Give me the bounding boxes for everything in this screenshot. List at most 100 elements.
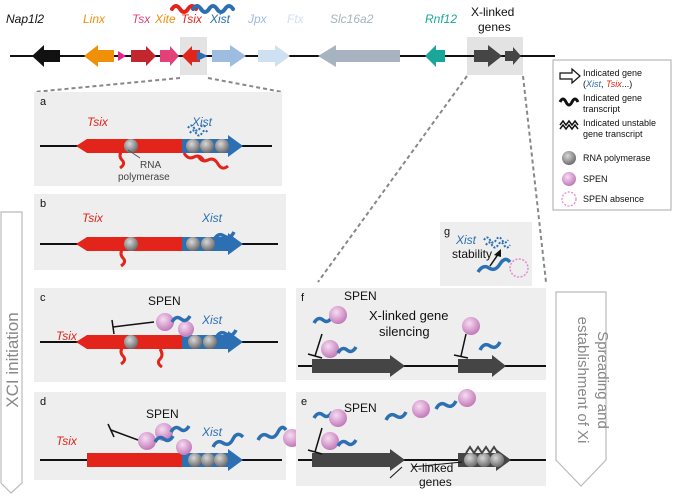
panel-f-inhibition-line — [314, 333, 323, 357]
panel-e-spen-label: SPEN — [344, 401, 377, 415]
label-nap1l2: Nap1l2 — [6, 12, 44, 26]
panel-f-xlinked-gene — [312, 355, 405, 377]
legend-unstable-icon — [559, 123, 579, 131]
panel-e-genes-pointer — [389, 466, 403, 479]
panel-a-xist-unstable-transcript — [187, 124, 207, 132]
panel-f-spen — [329, 306, 347, 324]
panel-e-genes-pointer — [411, 461, 463, 468]
panel-g-bg — [440, 222, 532, 286]
panel-a-tsix-label: Tsix — [87, 115, 109, 129]
panel-g-xist-label: Xist — [455, 233, 477, 247]
panel-f-xlinked-gene — [458, 355, 506, 377]
label-slc16a2: Slc16a2 — [330, 12, 374, 26]
panel-d-rna-polymerase — [214, 453, 228, 467]
panel-d-inhibition-line — [110, 429, 139, 441]
label-rnf12: Rnf12 — [425, 12, 457, 26]
panel-d-rna-polymerase — [201, 453, 215, 467]
legend-rnap-icon — [562, 151, 576, 165]
panel-a-tsix-arrowhead — [76, 139, 87, 153]
gene-slc16a2 — [318, 45, 400, 67]
panel-e-xist-transcript — [336, 439, 358, 447]
label-tsix: Tsix — [181, 12, 203, 26]
legend-gene-arrow-icon — [559, 67, 581, 85]
label-xlinked-line2: genes — [478, 20, 511, 34]
panel-e-letter: e — [301, 396, 307, 408]
panel-a-rna-polymerase — [200, 139, 214, 153]
panel-b-rna-polymerase — [201, 237, 215, 251]
panel-d-xist-label: Xist — [201, 425, 223, 439]
panel-b-letter: b — [40, 198, 46, 210]
panel-a-rna-polymerase — [186, 139, 200, 153]
xci-initiation-arrow — [0, 211, 23, 494]
panel-e-genes-line1: X-linked — [410, 461, 453, 475]
panel-b-tsix-arrowhead — [76, 237, 87, 251]
legend-transcript-icon — [558, 97, 580, 107]
panel-d-spen-label: SPEN — [146, 407, 179, 421]
panel-d-spen — [138, 432, 156, 450]
panel-g-xist-transcript — [476, 257, 512, 273]
panel-a: a Tsix Xist RNA polymerase — [34, 92, 282, 186]
label-xite: Xite — [154, 12, 176, 26]
spreading-establishment-banner: Spreading and establishment of Xi — [555, 291, 611, 487]
panel-a-rnap-label-line1: RNA — [140, 160, 161, 171]
panel-a-xist-label: Xist — [191, 115, 213, 129]
panel-e: e SPEN X-linked genes — [296, 389, 546, 489]
panel-g-letter: g — [444, 226, 450, 238]
panel-b-xist-label: Xist — [201, 211, 223, 225]
panel-f-letter: f — [301, 292, 305, 304]
panel-g-arrowhead — [494, 249, 501, 257]
panel-g-unstable-transcript — [485, 241, 511, 249]
panel-c-inhibition-line — [112, 321, 155, 328]
panel-e-unstable-transcript — [465, 445, 499, 455]
panel-b: b Tsix Xist — [34, 194, 286, 270]
panel-e-xist-transcript — [434, 400, 458, 410]
panel-e-rna-polymerase — [490, 453, 504, 467]
panel-c: c Tsix Xist SPEN — [34, 288, 286, 382]
gene-rnf12 — [425, 45, 445, 67]
spreading-label-line2: establishment of Xi — [574, 317, 591, 444]
legend-gene-examples: (Xist, Tsix...) — [583, 79, 632, 89]
legend-spen-label: SPEN — [583, 174, 608, 184]
legend-box — [552, 59, 672, 211]
panel-f-spen — [462, 317, 480, 335]
panel-c-tsix-label: Tsix — [56, 329, 78, 343]
panel-b-rna-polymerase — [124, 237, 138, 251]
panel-a-rna-polymerase — [215, 139, 229, 153]
panel-a-letter: a — [40, 96, 47, 108]
tsix-transcript-top — [170, 4, 198, 14]
panel-e-spen — [329, 409, 347, 427]
panel-e-xist-transcript — [384, 411, 408, 421]
legend-transcript-line2: transcript — [583, 104, 621, 114]
gene-tsx-small — [118, 51, 126, 61]
legend-unstable-line2: gene transcript — [583, 129, 643, 139]
panel-c-xist-transcript — [214, 329, 238, 339]
panel-a-tsix-transcript — [196, 155, 229, 170]
panel-b-xist-transcript — [212, 231, 236, 241]
legend-spen-absence-label: SPEN absence — [583, 194, 644, 204]
panel-d-tsix-label: Tsix — [56, 434, 78, 448]
panel-d-spen — [176, 439, 192, 455]
panel-f-silencing-line2: silencing — [379, 324, 430, 339]
legend-gene-label: Indicated gene — [583, 68, 642, 78]
gene-xist — [197, 51, 208, 61]
panel-c-xist-label: Xist — [201, 313, 223, 327]
label-linx: Linx — [83, 12, 106, 26]
panel-g-spen-absence — [509, 258, 529, 278]
panel-a-tsix-transcript — [118, 149, 126, 170]
panel-c-rna-polymerase — [188, 335, 202, 349]
panel-a-rna-polymerase — [124, 139, 138, 153]
panel-e-spen — [412, 400, 430, 418]
panel-d-xist-transcript — [153, 435, 175, 443]
panel-e-spen — [458, 389, 476, 407]
xci-initiation-label: XCI initiation — [3, 312, 22, 407]
panel-d-rna-polymerase — [188, 453, 202, 467]
gene-jpx — [212, 45, 246, 67]
gene-linx — [84, 45, 114, 67]
legend-spen-icon — [562, 172, 576, 186]
label-ftx: Ftx — [287, 12, 305, 26]
zoom-line-right — [207, 77, 283, 93]
panel-a-rnap-label-line2: polymerase — [118, 172, 170, 183]
legend-spen-absence-icon — [561, 191, 577, 207]
panel-c-tsix-transcript — [156, 348, 164, 369]
